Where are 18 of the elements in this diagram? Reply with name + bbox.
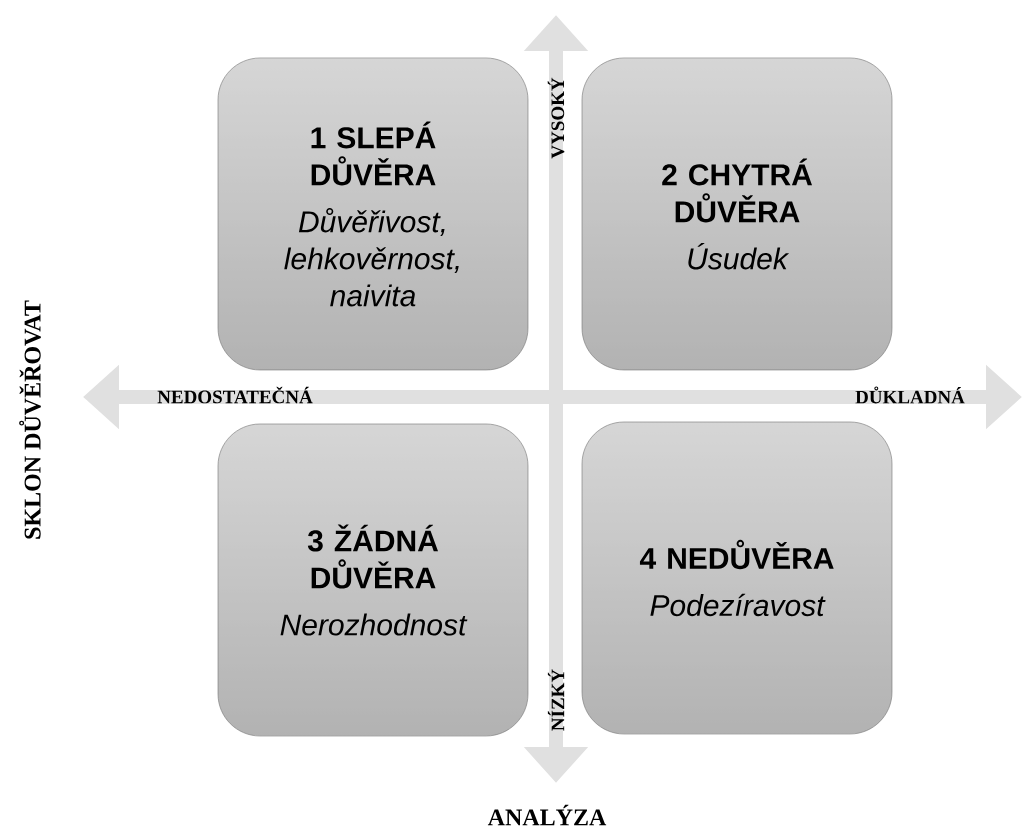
axis-title: SKLON DŮVĚŘOVAT	[19, 300, 41, 539]
axis-title: ANALÝZA	[487, 804, 607, 826]
box-heading: 4 NEDŮVĚRA	[639, 539, 834, 570]
quadrant-box	[581, 421, 893, 735]
box-description: Nerozhodnost	[280, 613, 468, 636]
box-description: Úsudek	[688, 243, 790, 270]
axis-label: NÍZKÝ	[547, 669, 565, 731]
box-heading: 3 ŽÁDNÁ DŮVĚRA	[307, 524, 439, 589]
quadrant-box	[217, 57, 529, 371]
box-description: Podezíravost	[650, 593, 826, 617]
quadrant-box	[217, 423, 529, 737]
axis-label: VYSOKÝ	[547, 77, 565, 159]
box-heading: 2 CHYTRÁ DŮVĚRA	[662, 158, 813, 223]
box-heading: 1 SLEPÁ DŮVĚRA	[311, 121, 436, 186]
quadrant-box	[581, 57, 893, 371]
axis-label: NEDOSTATEČNÁ	[157, 386, 313, 404]
box-description: Důvěřivost, lehkověrnost, naivita	[284, 207, 459, 307]
axis-label: DŮKLADNÁ	[855, 386, 965, 404]
